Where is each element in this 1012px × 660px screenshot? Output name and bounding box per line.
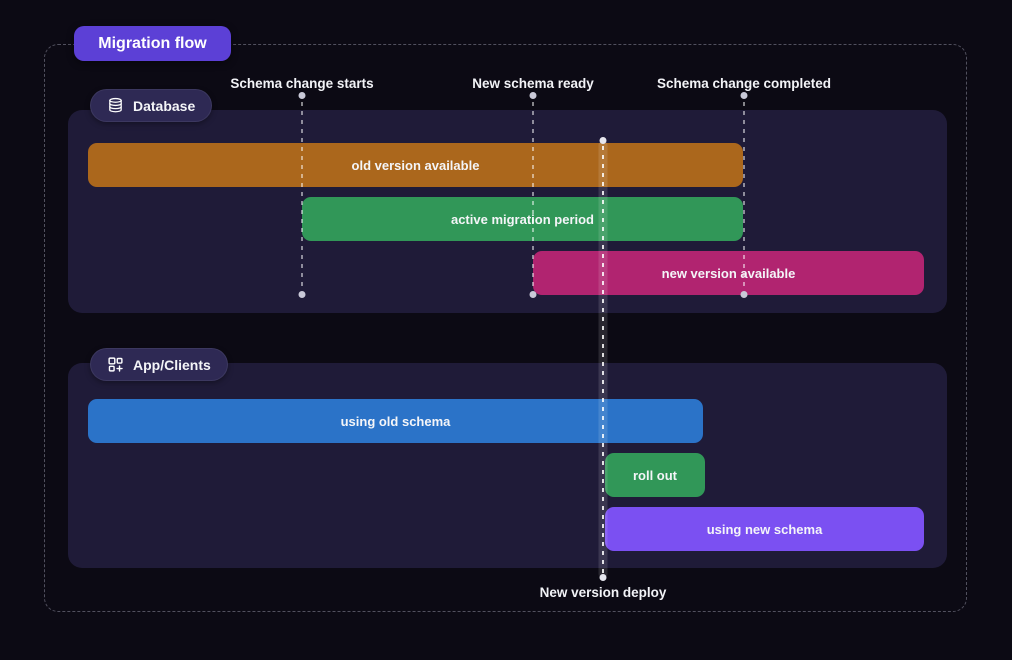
milestone-label: New schema ready — [472, 76, 594, 91]
bar-label: new version available — [661, 265, 796, 281]
bar-label: roll out — [632, 467, 678, 483]
bar-label: using old schema — [340, 413, 451, 429]
apps-plus-icon — [107, 356, 124, 373]
milestone-dot-bottom — [740, 291, 748, 298]
app-clients-badge-label: App/Clients — [133, 356, 211, 373]
milestone-dashed-line — [743, 102, 745, 290]
bar-active-migration-period: active migration period — [302, 197, 743, 241]
app-clients-badge: App/Clients — [90, 348, 228, 381]
bar-label: using new schema — [706, 521, 823, 537]
bar-using-old-schema: using old schema — [88, 399, 703, 443]
bar-old-version-available: old version available — [88, 143, 743, 187]
bar-roll-out: roll out — [605, 453, 705, 497]
deploy-dot-top — [599, 137, 607, 144]
database-badge-label: Database — [133, 97, 196, 114]
milestone-dot-top — [740, 92, 748, 99]
milestone-dashed-line — [532, 102, 534, 290]
diagram-title: Migration flow — [98, 34, 207, 52]
milestone-label: Schema change completed — [656, 76, 832, 91]
title-badge: Migration flow — [74, 26, 231, 61]
diagram-frame — [44, 44, 967, 612]
bar-using-new-schema: using new schema — [605, 507, 924, 551]
deploy-label: New version deploy — [539, 585, 667, 600]
deploy-dashed-line — [602, 146, 604, 574]
bar-label: active migration period — [450, 211, 595, 227]
milestone-dot-bottom — [529, 291, 537, 298]
database-badge: Database — [90, 89, 213, 122]
milestone-label: Schema change starts — [230, 76, 374, 91]
database-icon — [107, 97, 124, 114]
milestone-dot-bottom — [298, 291, 306, 298]
milestone-dot-top — [529, 92, 537, 99]
milestone-dashed-line — [301, 102, 303, 290]
milestone-dot-top — [298, 92, 306, 99]
bar-new-version-available: new version available — [533, 251, 924, 295]
deploy-dot-bottom — [599, 574, 607, 581]
bar-label: old version available — [351, 157, 480, 173]
